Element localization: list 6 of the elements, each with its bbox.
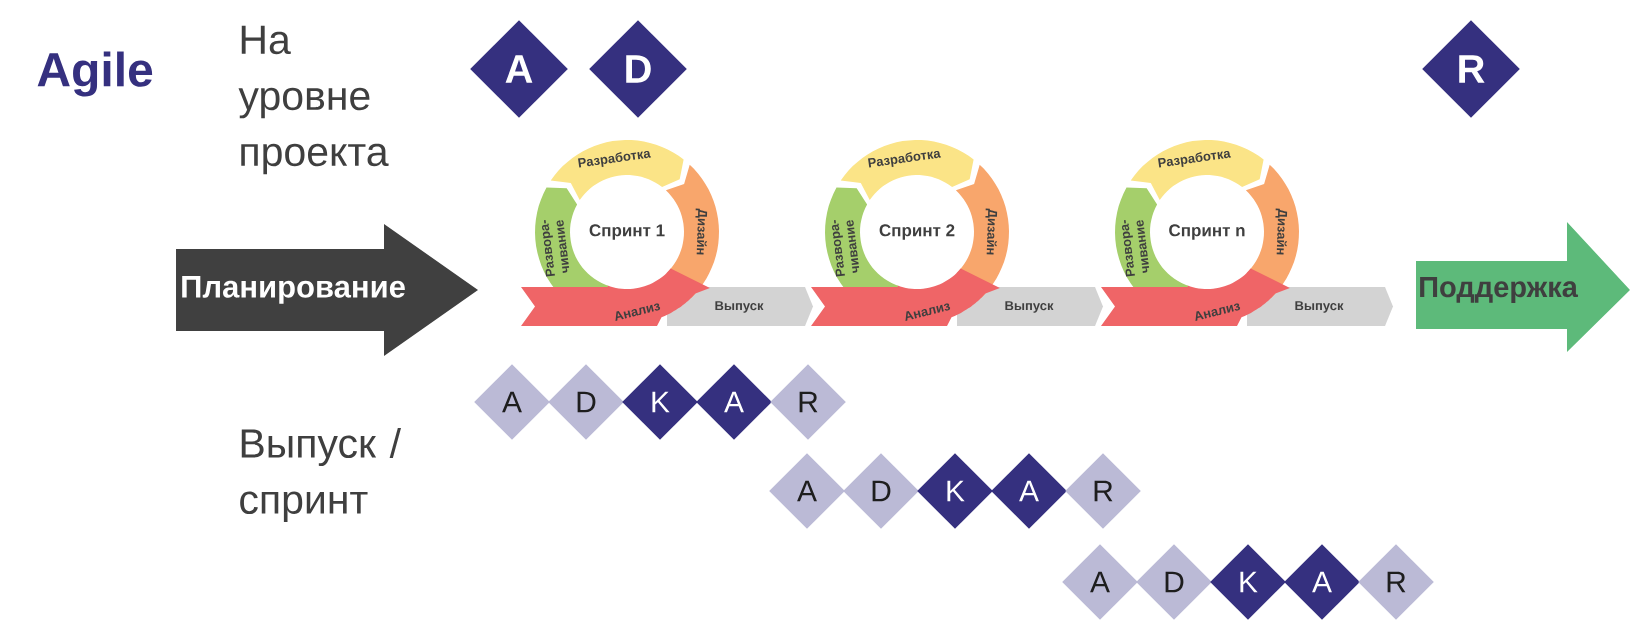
title: Agile (37, 51, 153, 97)
row-label: Выпуск / спринт (240, 427, 401, 523)
cycle-segment: Разработка (550, 140, 684, 201)
cycle-segment: Разработка (1130, 140, 1264, 201)
cycle-segment: Разработка (840, 140, 974, 201)
row-label: На уровне проекта (238, 25, 389, 175)
